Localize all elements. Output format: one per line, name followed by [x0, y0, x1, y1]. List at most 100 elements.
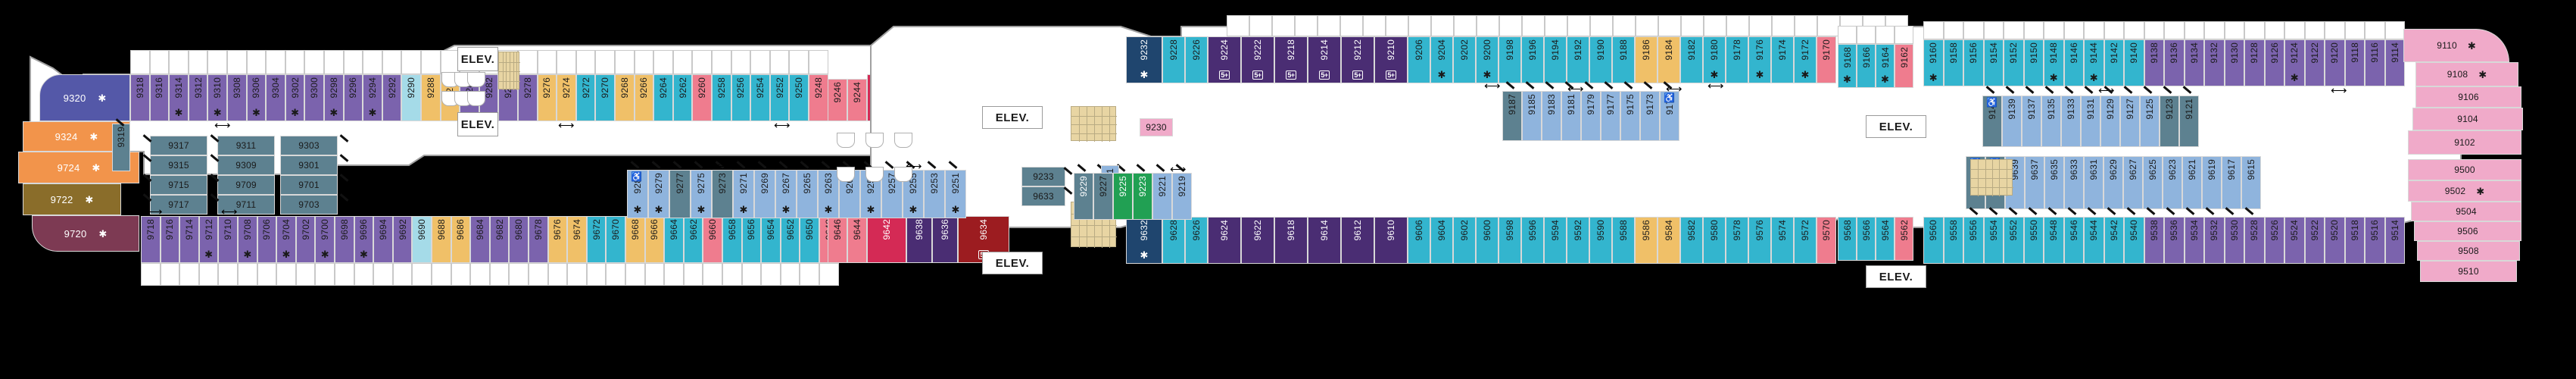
cabin-9660[interactable]: 9660: [703, 216, 722, 263]
cabin-9584[interactable]: 9584: [1658, 217, 1680, 264]
cabin-9200[interactable]: 9200✱: [1476, 36, 1499, 83]
cabin-9118[interactable]: 9118: [2344, 39, 2365, 86]
cabin-9702[interactable]: 9702: [295, 216, 316, 263]
cabin-9294[interactable]: 9294✱: [363, 74, 382, 121]
cabin-9181[interactable]: 9181: [1561, 91, 1581, 141]
cabin-9278[interactable]: 9278: [518, 74, 538, 121]
cabin-9570[interactable]: 9570: [1817, 217, 1836, 264]
cabin-9528[interactable]: 9528: [2244, 217, 2265, 264]
cabin-9258[interactable]: 9258: [712, 74, 731, 121]
cabin-9185[interactable]: 9185: [1522, 91, 1542, 141]
cabin-9183[interactable]: 9183: [1542, 91, 1561, 141]
cabin-9701[interactable]: 9701: [280, 175, 338, 195]
cabin-9666[interactable]: 9666: [644, 216, 665, 263]
cabin-9626[interactable]: 9626: [1185, 217, 1208, 264]
cabin-9635[interactable]: 9635: [2044, 156, 2064, 209]
cabin-9632[interactable]: 9632✱: [1126, 217, 1162, 264]
cabin-9131[interactable]: 9131: [2081, 96, 2100, 147]
cabin-9168[interactable]: 9168✱: [1838, 44, 1857, 88]
cabin-9602[interactable]: 9602: [1453, 217, 1476, 264]
cabin-9526[interactable]: 9526: [2264, 217, 2284, 264]
cabin-9178[interactable]: 9178: [1726, 36, 1748, 83]
cabin-9271[interactable]: 9271✱: [733, 170, 754, 218]
cabin-9694[interactable]: 9694: [373, 216, 393, 263]
cabin-9546[interactable]: 9546: [2063, 217, 2084, 264]
cabin-9629[interactable]: 9629: [2104, 156, 2123, 209]
cabin-9588[interactable]: 9588: [1612, 217, 1635, 264]
cabin-9510[interactable]: 9510: [2420, 261, 2517, 282]
cabin-9680[interactable]: 9680: [509, 216, 529, 263]
cabin-9250[interactable]: 9250: [789, 74, 809, 121]
cabin-9274[interactable]: 9274: [557, 74, 576, 121]
cabin-9102[interactable]: 9102: [2408, 130, 2521, 155]
cabin-9296[interactable]: 9296: [343, 74, 363, 121]
cabin-9627[interactable]: 9627: [2123, 156, 2143, 209]
cabin-9204[interactable]: 9204✱: [1430, 36, 1453, 83]
cabin-9226[interactable]: 9226: [1185, 36, 1208, 83]
cabin-9311[interactable]: 9311: [217, 136, 275, 155]
cabin-9138[interactable]: 9138: [2144, 39, 2164, 86]
cabin-9544[interactable]: 9544: [2084, 217, 2104, 264]
cabin-9267[interactable]: 9267✱: [775, 170, 797, 218]
cabin-9276[interactable]: 9276: [537, 74, 557, 121]
cabin-9624[interactable]: 9624: [1208, 217, 1241, 264]
cabin-9534[interactable]: 9534: [2184, 217, 2204, 264]
cabin-9262[interactable]: 9262: [672, 74, 693, 121]
cabin-9268[interactable]: 9268: [615, 74, 635, 121]
cabin-9120[interactable]: 9120: [2325, 39, 2345, 86]
cabin-9128[interactable]: 9128: [2244, 39, 2265, 86]
suite-9320[interactable]: 9320✱: [39, 74, 130, 121]
cabin-9586[interactable]: 9586: [1635, 217, 1658, 264]
cabin-9124[interactable]: 9124✱: [2284, 39, 2305, 86]
cabin-9316[interactable]: 9316: [149, 74, 170, 121]
cabin-9114[interactable]: 9114: [2384, 39, 2405, 86]
cabin-9182[interactable]: 9182: [1680, 36, 1703, 83]
cabin-9290[interactable]: 9290: [401, 74, 421, 121]
cabin-9670[interactable]: 9670: [606, 216, 625, 263]
cabin-9125[interactable]: 9125: [2140, 96, 2160, 147]
cabin-9676[interactable]: 9676: [547, 216, 568, 263]
cabin-9251[interactable]: 9251✱: [945, 170, 966, 218]
cabin-9704[interactable]: 9704✱: [276, 216, 296, 263]
cabin-9514[interactable]: 9514: [2384, 217, 2405, 264]
cabin-9615[interactable]: 9615: [2241, 156, 2261, 209]
cabin-9116[interactable]: 9116: [2365, 39, 2385, 86]
cabin-9644[interactable]: 9644: [847, 216, 867, 263]
cabin-9252[interactable]: 9252: [769, 74, 790, 121]
cabin-9190[interactable]: 9190: [1589, 36, 1612, 83]
cabin-9506[interactable]: 9506: [2414, 221, 2521, 241]
cabin-9592[interactable]: 9592: [1567, 217, 1589, 264]
cabin-9678[interactable]: 9678: [529, 216, 548, 263]
cabin-9706[interactable]: 9706: [257, 216, 277, 263]
cabin-9596[interactable]: 9596: [1521, 217, 1544, 264]
cabin-9682[interactable]: 9682: [489, 216, 510, 263]
cabin-9264[interactable]: 9264: [653, 74, 673, 121]
cabin-9188[interactable]: 9188: [1612, 36, 1635, 83]
cabin-9636[interactable]: 9636: [932, 216, 958, 263]
cabin-9668[interactable]: 9668: [625, 216, 645, 263]
cabin-9606[interactable]: 9606: [1408, 217, 1430, 264]
cabin-9277[interactable]: 9277: [669, 170, 691, 218]
cabin-9562[interactable]: 9562: [1895, 217, 1913, 261]
cabin-9110[interactable]: 9110✱: [2403, 29, 2509, 62]
cabin-9148[interactable]: 9148✱: [2044, 39, 2064, 86]
cabin-9612[interactable]: 9612: [1341, 217, 1374, 264]
cabin-9186[interactable]: 9186: [1635, 36, 1658, 83]
cabin-9129[interactable]: 9129: [2100, 96, 2120, 147]
cabin-9560[interactable]: 9560: [1923, 217, 1944, 264]
cabin-9715[interactable]: 9715: [150, 175, 207, 195]
cabin-9172[interactable]: 9172✱: [1794, 36, 1817, 83]
cabin-9187[interactable]: 9187: [1502, 91, 1522, 141]
cabin-9230[interactable]: 9230: [1140, 118, 1173, 136]
cabin-9158[interactable]: 9158: [1943, 39, 1963, 86]
cabin-9303[interactable]: 9303: [280, 136, 338, 155]
cabin-9309[interactable]: 9309: [217, 155, 275, 175]
cabin-9714[interactable]: 9714: [179, 216, 199, 263]
cabin-9310[interactable]: 9310✱: [207, 74, 227, 121]
cabin-9132[interactable]: 9132: [2204, 39, 2225, 86]
cabin-9150[interactable]: 9150: [2023, 39, 2044, 86]
cabin-9174[interactable]: 9174: [1771, 36, 1794, 83]
elevator-aft-upper[interactable]: ELEV.: [1866, 265, 1926, 288]
cabin-9292[interactable]: 9292: [382, 74, 402, 121]
